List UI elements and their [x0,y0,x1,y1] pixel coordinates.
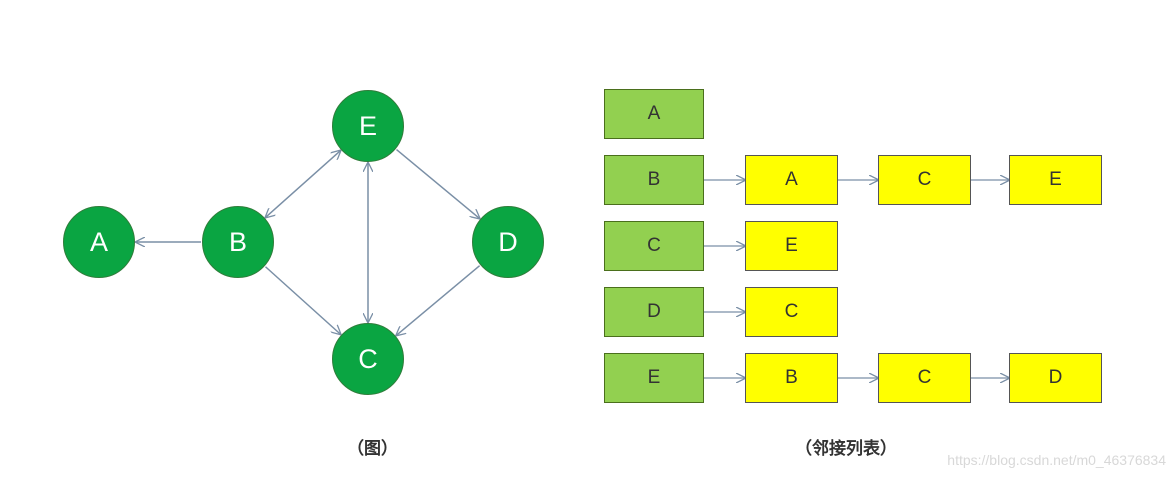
adjacency-head-D: D [604,287,704,337]
adjacency-head-B: B [604,155,704,205]
adjacency-caption: （邻接列表） [795,439,897,459]
adjacency-cell-B-E: E [1009,155,1102,205]
adjacency-cell-E-B: B [745,353,838,403]
graph-node-A: A [63,206,135,278]
adjacency-cell-E-D: D [1009,353,1102,403]
adjacency-cell-B-C: C [878,155,971,205]
edge-D-C [396,265,481,336]
graph-node-B: B [202,206,274,278]
adjacency-head-E: E [604,353,704,403]
graph-node-E: E [332,90,404,162]
adjacency-cell-E-C: C [878,353,971,403]
adjacency-cell-C-E: E [745,221,838,271]
graph-node-C: C [332,323,404,395]
edge-B-C [265,266,341,334]
adjacency-cell-D-C: C [745,287,838,337]
edge-E-D [396,149,479,219]
watermark: https://blog.csdn.net/m0_46376834 [947,452,1166,468]
graph-node-D: D [472,206,544,278]
adjacency-head-A: A [604,89,704,139]
edge-B-E-bidirectional [266,151,341,218]
graph-caption: （图） [347,439,398,459]
adjacency-head-C: C [604,221,704,271]
adjacency-cell-B-A: A [745,155,838,205]
